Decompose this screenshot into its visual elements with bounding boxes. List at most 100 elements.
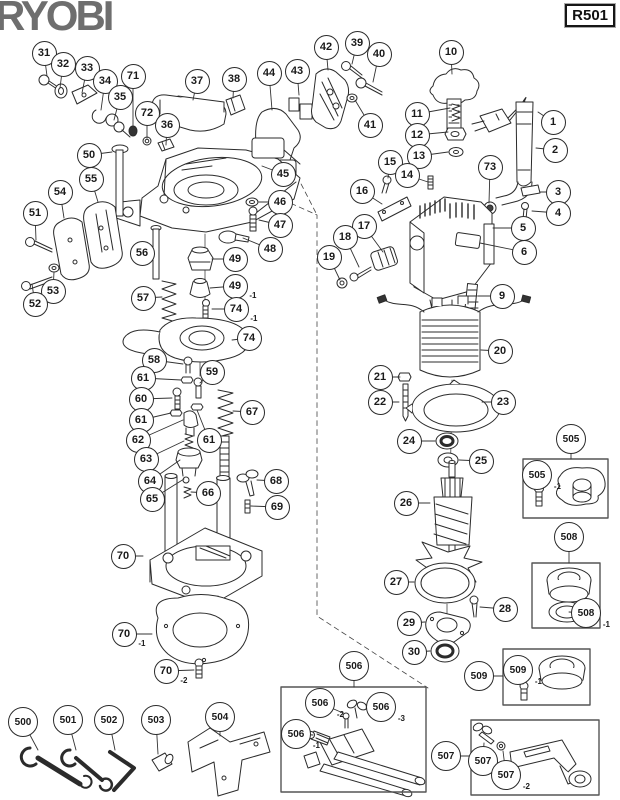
balloon-1[interactable]: 1 xyxy=(540,109,566,135)
balloon-54[interactable]: 54 xyxy=(47,179,73,205)
balloon-43[interactable]: 43 xyxy=(284,58,310,84)
balloon-47[interactable]: 47 xyxy=(267,212,293,238)
balloon-30[interactable]: 30 xyxy=(401,639,427,665)
balloon-52[interactable]: 52 xyxy=(22,291,48,317)
balloon-12[interactable]: 12 xyxy=(404,122,430,148)
balloon-56[interactable]: 56 xyxy=(129,240,155,266)
balloon-509[interactable]: 509 xyxy=(464,661,494,691)
balloon-17[interactable]: 17 xyxy=(351,213,377,239)
balloon-sub-label: -2 xyxy=(180,675,188,685)
balloon-11[interactable]: 11 xyxy=(404,101,430,127)
balloon-74-1[interactable]: 74-1 xyxy=(223,296,258,323)
balloon-73[interactable]: 73 xyxy=(477,154,503,180)
balloon-509-1[interactable]: 509-1 xyxy=(503,655,542,686)
balloon-66[interactable]: 66 xyxy=(195,480,221,506)
balloon-33[interactable]: 33 xyxy=(74,55,100,81)
balloon-60[interactable]: 60 xyxy=(128,386,154,412)
balloon-sub-label: -2 xyxy=(522,782,530,791)
balloon-21[interactable]: 21 xyxy=(367,364,393,390)
balloon-18[interactable]: 18 xyxy=(332,224,358,250)
balloon-57[interactable]: 57 xyxy=(130,285,156,311)
balloon-25[interactable]: 25 xyxy=(468,448,494,474)
balloon-506-1[interactable]: 506-1 xyxy=(281,719,320,750)
balloon-16[interactable]: 16 xyxy=(349,178,375,204)
housing-screw-parts xyxy=(377,175,497,222)
balloon-sub-label: -1 xyxy=(250,313,258,323)
balloon-505[interactable]: 505 xyxy=(556,424,586,454)
balloon-48[interactable]: 48 xyxy=(257,236,283,262)
balloon-506[interactable]: 506 xyxy=(339,651,369,681)
balloon-sub-label: -1 xyxy=(553,482,561,491)
balloon-51[interactable]: 51 xyxy=(22,200,48,226)
balloon-36[interactable]: 36 xyxy=(154,112,180,138)
balloon-507-2[interactable]: 507-2 xyxy=(491,760,530,791)
balloon-44[interactable]: 44 xyxy=(256,60,282,86)
balloon-70-1[interactable]: 70-1 xyxy=(111,621,146,648)
balloon-24[interactable]: 24 xyxy=(396,428,422,454)
balloon-74[interactable]: 74 xyxy=(236,325,262,351)
balloon-29[interactable]: 29 xyxy=(396,610,422,636)
balloon-507[interactable]: 507 xyxy=(431,741,461,771)
balloon-10[interactable]: 10 xyxy=(438,39,464,65)
balloon-23[interactable]: 23 xyxy=(490,389,516,415)
balloon-2[interactable]: 2 xyxy=(542,137,568,163)
balloon-501[interactable]: 501 xyxy=(53,705,83,735)
balloon-50[interactable]: 50 xyxy=(76,142,102,168)
balloon-9[interactable]: 9 xyxy=(489,283,515,309)
sleeve-503 xyxy=(151,752,174,772)
balloon-27[interactable]: 27 xyxy=(383,569,409,595)
balloon-3[interactable]: 3 xyxy=(545,179,571,205)
balloon-28[interactable]: 28 xyxy=(492,596,518,622)
wrench-500 xyxy=(19,746,93,789)
balloon-502[interactable]: 502 xyxy=(94,705,124,735)
balloon-26[interactable]: 26 xyxy=(393,490,419,516)
balloon-39[interactable]: 39 xyxy=(344,30,370,56)
balloon-505-1[interactable]: 505-1 xyxy=(522,460,561,491)
balloon-506-2[interactable]: 506-2 xyxy=(305,688,344,719)
balloon-20[interactable]: 20 xyxy=(487,338,513,364)
balloon-61[interactable]: 61 xyxy=(130,365,156,391)
balloon-6[interactable]: 6 xyxy=(511,239,537,265)
balloon-61[interactable]: 61 xyxy=(196,427,222,453)
balloon-49[interactable]: 49 xyxy=(222,246,248,272)
balloon-sub-label: -1 xyxy=(312,741,320,750)
balloon-503[interactable]: 503 xyxy=(141,705,171,735)
balloon-55[interactable]: 55 xyxy=(78,166,104,192)
balloon-19[interactable]: 19 xyxy=(316,244,342,270)
balloon-500[interactable]: 500 xyxy=(8,707,38,737)
hex-key-502 xyxy=(108,750,136,792)
balloon-70-2[interactable]: 70-2 xyxy=(153,658,188,685)
balloon-41[interactable]: 41 xyxy=(357,112,383,138)
handle-knob-parts xyxy=(21,144,177,323)
balloon-506-3[interactable]: 506-3 xyxy=(366,692,405,723)
balloon-504[interactable]: 504 xyxy=(205,702,235,732)
balloon-22[interactable]: 22 xyxy=(367,389,393,415)
balloon-35[interactable]: 35 xyxy=(107,84,133,110)
balloon-14[interactable]: 14 xyxy=(394,162,420,188)
balloon-sub-label: -1 xyxy=(602,620,610,629)
balloon-65[interactable]: 65 xyxy=(139,486,165,512)
balloon-5[interactable]: 5 xyxy=(510,215,536,241)
balloon-42[interactable]: 42 xyxy=(313,34,339,60)
balloon-32[interactable]: 32 xyxy=(50,51,76,77)
balloon-37[interactable]: 37 xyxy=(184,68,210,94)
balloon-71[interactable]: 71 xyxy=(120,63,146,89)
balloon-40[interactable]: 40 xyxy=(366,41,392,67)
balloon-31[interactable]: 31 xyxy=(31,40,57,66)
balloon-38[interactable]: 38 xyxy=(221,66,247,92)
balloon-4[interactable]: 4 xyxy=(545,200,571,226)
template-guide-505-parts xyxy=(534,467,606,507)
balloon-46[interactable]: 46 xyxy=(267,189,293,215)
balloon-68[interactable]: 68 xyxy=(263,468,289,494)
balloon-59[interactable]: 59 xyxy=(199,359,225,385)
accessory-box-508 xyxy=(531,562,601,629)
balloon-70[interactable]: 70 xyxy=(110,543,136,569)
balloon-45[interactable]: 45 xyxy=(270,161,296,187)
balloon-69[interactable]: 69 xyxy=(264,494,290,520)
balloon-49-1[interactable]: 49-1 xyxy=(222,273,257,300)
balloon-67[interactable]: 67 xyxy=(239,399,265,425)
balloon-508-1[interactable]: 508-1 xyxy=(571,598,610,629)
balloon-63[interactable]: 63 xyxy=(133,446,159,472)
balloon-508[interactable]: 508 xyxy=(554,522,584,552)
